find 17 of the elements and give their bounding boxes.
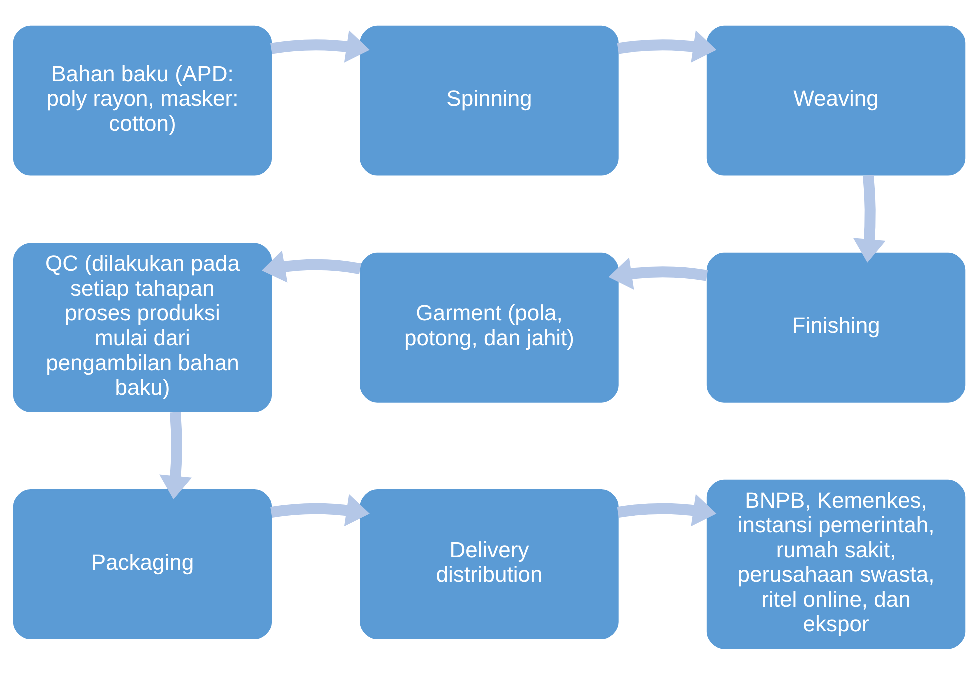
node-box: BNPB, Kemenkes, instansi pemerintah, rumah sakit, perusahaan swasta, ritel online, dan ekspor bbox=[706, 480, 966, 650]
arrow bbox=[160, 412, 192, 500]
node-box: Garment (pola, potong, dan jahit) bbox=[360, 252, 619, 403]
arrow bbox=[853, 175, 886, 263]
node-box: Weaving bbox=[706, 26, 966, 176]
node-box: QC (dilakukan pada setiap tahapan proses produksi mulai dari pengambilan bahan baku) bbox=[13, 243, 272, 412]
node-box: Finishing bbox=[706, 252, 966, 403]
arrow bbox=[617, 30, 717, 63]
node-box: Spinning bbox=[360, 26, 619, 176]
node-box: Packaging bbox=[13, 490, 272, 640]
arrow bbox=[262, 250, 362, 283]
node-box: Delivery distribution bbox=[360, 490, 619, 640]
arrow bbox=[608, 258, 708, 290]
arrow bbox=[617, 494, 717, 527]
arrow bbox=[270, 494, 370, 527]
node-box: Bahan baku (APD: poly rayon, masker: cotton) bbox=[13, 26, 272, 176]
arrow bbox=[270, 30, 370, 63]
